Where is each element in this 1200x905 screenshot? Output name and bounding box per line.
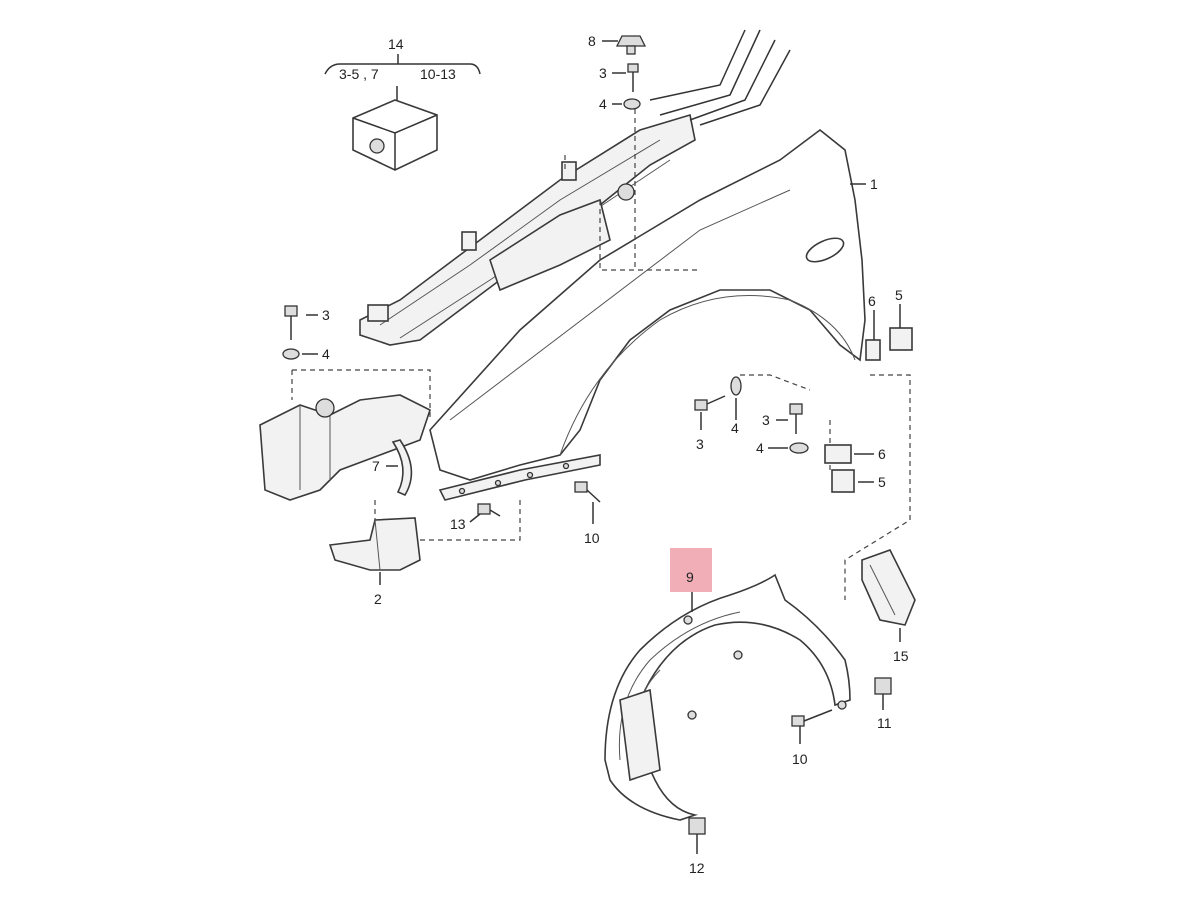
kit-number-label: 14 xyxy=(388,36,404,52)
callout-2: 2 xyxy=(374,591,382,607)
small-parts-box xyxy=(352,99,438,171)
callout-4-mid: 4 xyxy=(731,420,739,436)
clip-nut-upper xyxy=(865,327,913,361)
callout-4-left: 4 xyxy=(322,346,330,362)
seal-strip xyxy=(391,439,413,497)
wheel-arch-liner xyxy=(604,573,851,821)
lower-trim-strip xyxy=(438,454,601,501)
callout-9-highlight: 9 xyxy=(670,548,712,612)
washer-4-right xyxy=(789,442,809,454)
callout-10-lower: 10 xyxy=(792,751,808,767)
callout-11: 11 xyxy=(877,715,892,731)
screw-3-left xyxy=(284,305,298,340)
callout-5-lower: 5 xyxy=(878,474,886,490)
kit-left-range-label: 3-5 , 7 xyxy=(339,66,379,82)
callout-6-upper: 6 xyxy=(868,293,876,309)
washer-4-mid xyxy=(730,376,742,396)
kit-right-range-label: 10-13 xyxy=(420,66,456,82)
screw-3-mid xyxy=(694,395,726,411)
kit-reference-group: 14 3-5 , 7 10-13 xyxy=(324,36,481,171)
callout-3-mid: 3 xyxy=(696,436,704,452)
callout-12: 12 xyxy=(689,860,705,876)
callout-1: 1 xyxy=(870,176,878,192)
callout-6-lower: 6 xyxy=(878,446,886,462)
mud-flap xyxy=(861,549,916,626)
callout-4-top: 4 xyxy=(599,96,607,112)
clip-nut-lower xyxy=(824,444,855,493)
callout-4-right: 4 xyxy=(756,440,764,456)
screw-3-right xyxy=(789,403,803,434)
lower-support-bracket xyxy=(328,500,521,571)
callout-8: 8 xyxy=(588,33,596,49)
callout-3-top: 3 xyxy=(599,65,607,81)
screw-13 xyxy=(477,503,501,517)
screw-3-top xyxy=(627,63,639,92)
callout-3-right: 3 xyxy=(762,412,770,428)
expansion-nut-8 xyxy=(615,35,647,55)
callout-13: 13 xyxy=(450,516,466,532)
callout-10-mid: 10 xyxy=(584,530,600,546)
side-marker-hole xyxy=(805,237,845,263)
callout-3-left: 3 xyxy=(322,307,330,323)
front-mount-bracket xyxy=(259,369,431,501)
callout-9: 9 xyxy=(686,569,694,585)
washer-4-top xyxy=(623,98,641,110)
inner-rail-assembly xyxy=(359,29,791,346)
callout-5-upper: 5 xyxy=(895,287,903,303)
screw-10-mid xyxy=(574,481,601,503)
callout-15: 15 xyxy=(893,648,909,664)
washer-4-left xyxy=(282,348,300,360)
clip-11 xyxy=(874,677,892,695)
callout-7: 7 xyxy=(372,458,380,474)
fender-panel xyxy=(429,128,866,481)
screw-10-lower xyxy=(791,709,833,727)
clip-12 xyxy=(688,817,706,835)
